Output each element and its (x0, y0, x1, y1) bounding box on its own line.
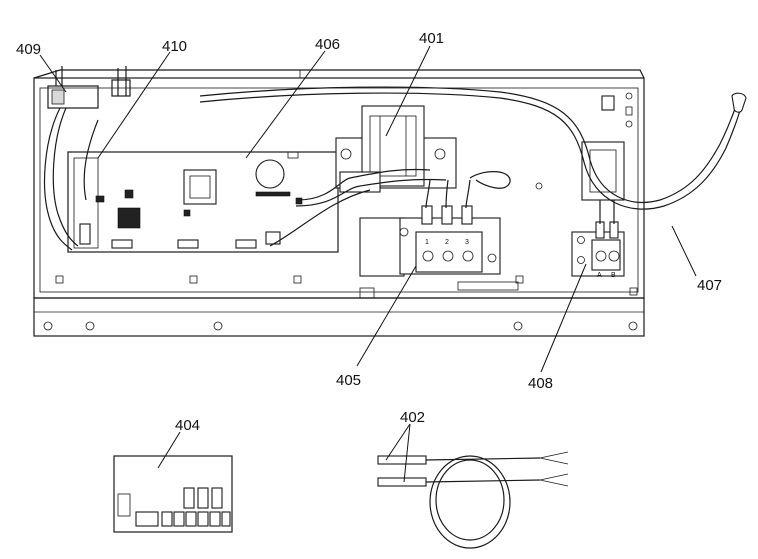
callout-labels: 409 410 406 401 407 405 408 404 402 (16, 30, 722, 434)
wiring-harness (43, 107, 615, 251)
callout-402: 402 (400, 409, 425, 426)
relay-component (581, 95, 625, 201)
terminal-label-1: 1 (425, 239, 429, 246)
terminal-label-b: B (611, 272, 616, 279)
terminal-label-3: 3 (465, 239, 469, 246)
part-404-display-board (113, 455, 233, 533)
leader-lines (39, 45, 697, 483)
part-408-signal-terminal-block: A B (571, 221, 625, 279)
part-409-bracket (47, 66, 131, 109)
callout-405: 405 (336, 372, 361, 389)
part-402-thermistors (377, 451, 569, 549)
terminal-label-a: A (597, 272, 602, 279)
part-401-transformer (335, 105, 457, 193)
callout-407: 407 (697, 277, 722, 294)
part-405-power-terminal-block: 1 2 3 (359, 205, 501, 277)
callout-406: 406 (315, 36, 340, 53)
callout-410: 410 (162, 38, 187, 55)
callout-409: 409 (16, 41, 41, 58)
part-406-main-pcb (67, 151, 339, 253)
callout-408: 408 (528, 375, 553, 392)
callout-401: 401 (419, 30, 444, 47)
control-box-chassis (33, 69, 645, 337)
part-407-sensor-cable (199, 86, 747, 210)
callout-404: 404 (175, 417, 200, 434)
terminal-label-2: 2 (445, 239, 449, 246)
